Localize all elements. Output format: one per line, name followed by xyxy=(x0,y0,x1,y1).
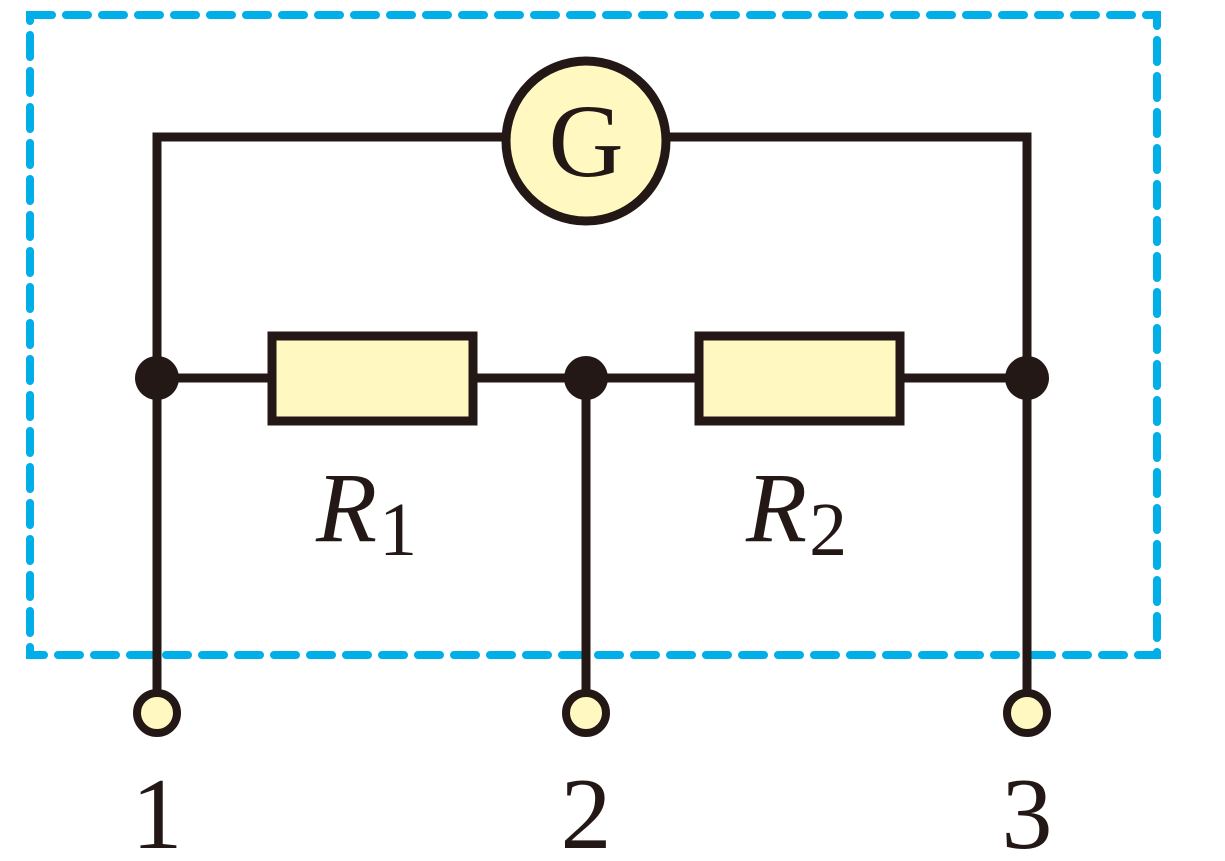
resistor-r2-subscript: 2 xyxy=(809,488,847,572)
terminal-1 xyxy=(133,689,181,737)
resistor-r1-subscript: 1 xyxy=(379,488,417,572)
resistor-r2 xyxy=(694,331,905,426)
galvanometer-symbol: G xyxy=(548,84,623,199)
terminal-1-label: 1 xyxy=(132,758,183,861)
resistor-r1-letter: R xyxy=(315,452,377,563)
junction-node-2 xyxy=(564,356,608,400)
terminal-2 xyxy=(562,689,610,737)
dashed-enclosure xyxy=(26,11,1161,659)
resistor-r2-letter: R xyxy=(745,452,807,563)
galvanometer-circle xyxy=(501,56,671,226)
junction-node-1 xyxy=(135,356,179,400)
terminal-3-label: 3 xyxy=(1002,758,1053,861)
resistor-r1 xyxy=(267,331,478,426)
resistor-r1-label: R1 xyxy=(315,452,417,572)
wire-left-top xyxy=(152,132,510,705)
resistor-r2-label: R2 xyxy=(745,452,847,572)
terminal-3 xyxy=(1003,689,1051,737)
terminal-2-label: 2 xyxy=(561,758,612,861)
galvanometer: G xyxy=(501,56,671,226)
wire-right-top xyxy=(661,132,1032,705)
junction-node-3 xyxy=(1005,356,1049,400)
